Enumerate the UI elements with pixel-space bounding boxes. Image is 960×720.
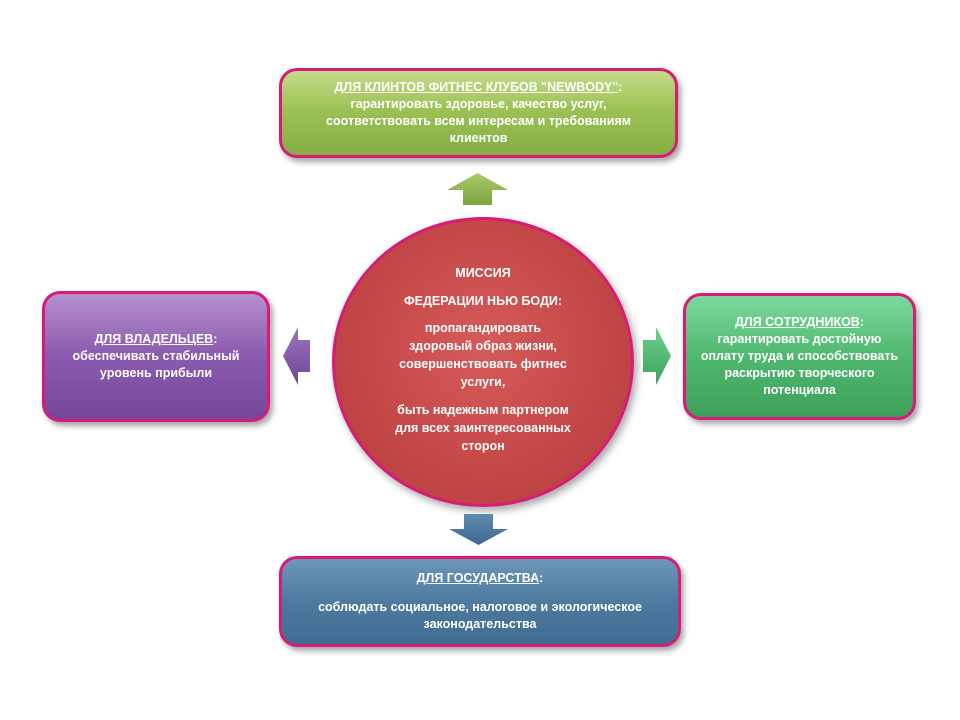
state-line-1: соблюдать социальное, налоговое и эколог…: [318, 600, 642, 614]
mission-circle: МИССИЯ ФЕДЕРАЦИИ НЬЮ БОДИ: пропагандиров…: [332, 217, 634, 507]
mission-line-7: сторон: [461, 439, 505, 453]
arrow-down-icon: [449, 514, 508, 545]
owners-title: ДЛЯ ВЛАДЕЛЬЦЕВ: [94, 332, 214, 346]
employees-box: ДЛЯ СОТРУДНИКОВ: гарантировать достойную…: [683, 293, 916, 420]
clients-box: ДЛЯ КЛИНТОВ ФИТНЕС КЛУБОВ "NEWBODY": гар…: [279, 68, 678, 158]
clients-line-3: клиентов: [449, 131, 508, 145]
clients-line-1: гарантировать здоровье, качество услуг,: [350, 97, 607, 111]
owners-line-2: уровень прибыли: [99, 366, 213, 380]
mission-line-4: услуги,: [460, 375, 506, 389]
state-title-colon: :: [539, 571, 544, 585]
employees-title: ДЛЯ СОТРУДНИКОВ: [735, 315, 860, 329]
clients-title-row: ДЛЯ КЛИНТОВ ФИТНЕС КЛУБОВ "NEWBODY":: [294, 79, 663, 96]
owners-title-row: ДЛЯ ВЛАДЕЛЬЦЕВ:: [57, 331, 255, 348]
mission-subheading: ФЕДЕРАЦИИ НЬЮ БОДИ:: [403, 294, 563, 308]
owners-line-1: обеспечивать стабильный: [72, 349, 240, 363]
employees-line-4: потенциала: [763, 383, 836, 397]
owners-title-colon: :: [213, 332, 218, 346]
arrow-left-icon: [283, 327, 310, 385]
clients-title-colon: :: [618, 80, 623, 94]
arrow-up-icon: [447, 173, 508, 205]
clients-title: ДЛЯ КЛИНТОВ ФИТНЕС КЛУБОВ "NEWBODY": [334, 80, 619, 94]
arrow-right-icon: [643, 327, 671, 385]
mission-line-5: быть надежным партнером: [397, 403, 569, 417]
state-box: ДЛЯ ГОСУДАРСТВА: соблюдать социальное, н…: [279, 556, 681, 647]
mission-heading: МИССИЯ: [455, 266, 511, 280]
employees-title-row: ДЛЯ СОТРУДНИКОВ:: [698, 314, 901, 331]
employees-line-1: гарантировать достойную: [717, 332, 882, 346]
state-title: ДЛЯ ГОСУДАРСТВА: [416, 571, 540, 585]
mission-line-2: здоровый образ жизни,: [409, 339, 557, 353]
employees-title-colon: :: [859, 315, 864, 329]
clients-line-2: соответствовать всем интересам и требова…: [326, 114, 631, 128]
employees-line-2: оплату труда и способствовать: [700, 349, 899, 363]
mission-line-3: совершенствовать фитнес: [399, 357, 567, 371]
state-title-row: ДЛЯ ГОСУДАРСТВА:: [294, 570, 666, 587]
owners-box: ДЛЯ ВЛАДЕЛЬЦЕВ: обеспечивать стабильный …: [42, 291, 270, 422]
state-line-2: законодательства: [423, 617, 537, 631]
state-spacer: [294, 587, 666, 599]
employees-line-3: раскрытию творческого: [724, 366, 875, 380]
mission-line-1: пропагандировать: [424, 321, 542, 335]
mission-line-6: для всех заинтересованных: [395, 421, 571, 435]
